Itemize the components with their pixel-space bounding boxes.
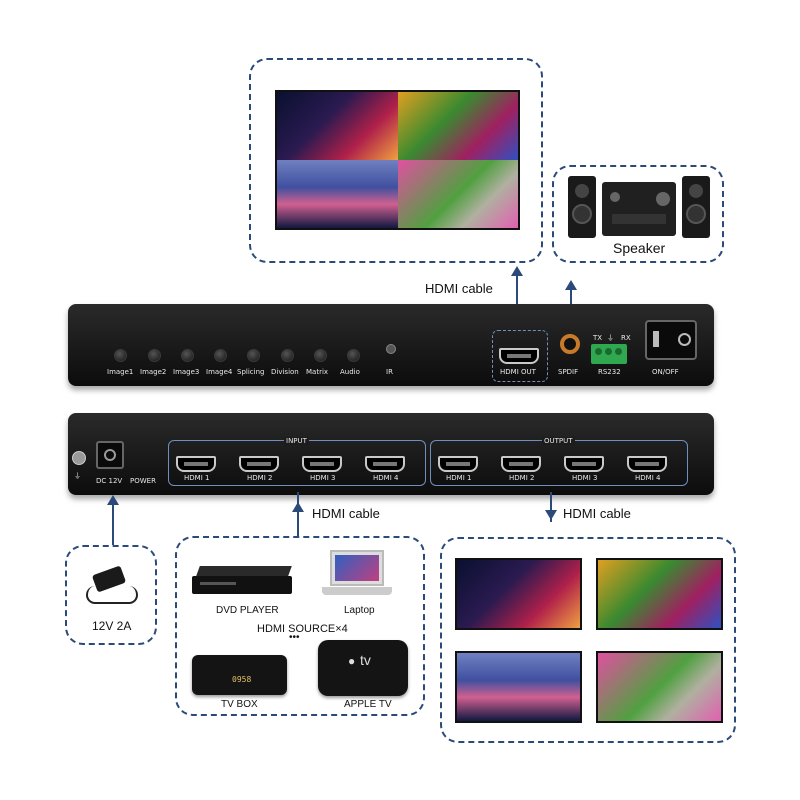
apple-tv-label: APPLE TV — [344, 699, 392, 710]
power-arrow-icon — [107, 495, 119, 505]
input-hdmi-3-label: HDMI 3 — [310, 474, 336, 482]
apple-tv-image: ● tv — [318, 640, 408, 696]
button-label-image3: Image3 — [173, 368, 200, 376]
output-cable-line — [550, 492, 552, 522]
output-hdmi-3-port[interactable] — [564, 456, 604, 472]
quad-image-2 — [397, 92, 518, 160]
left-speaker — [568, 176, 596, 238]
output-hdmi-2-label: HDMI 2 — [509, 474, 535, 482]
input-hdmi-1-port[interactable] — [176, 456, 216, 472]
hdmi-out-cable-line — [516, 276, 518, 330]
output-hdmi-4-port[interactable] — [627, 456, 667, 472]
tv-box-label: TV BOX — [221, 699, 258, 710]
power-adapter-label: 12V 2A — [92, 619, 132, 633]
output-display-1 — [455, 558, 582, 630]
apple-tv-logo-text: tv — [360, 652, 371, 668]
rear-panel: ⏚ DC 12V POWER INPUT HDMI 1 HDMI 2 HDMI … — [68, 413, 714, 495]
image4-button[interactable] — [214, 349, 227, 362]
division-button[interactable] — [281, 349, 294, 362]
tv-box-image: 0958 — [192, 655, 287, 695]
button-label-image2: Image2 — [140, 368, 167, 376]
spdif-arrow-icon — [565, 280, 577, 290]
dc-label: DC 12V — [96, 477, 123, 485]
apple-tv-logo: ● — [348, 654, 356, 668]
power-label: POWER — [130, 477, 156, 485]
image1-button[interactable] — [114, 349, 127, 362]
output-hdmi-1-label: HDMI 1 — [446, 474, 472, 482]
output-hdmi-3-label: HDMI 3 — [572, 474, 598, 482]
front-panel: Image1 Image2 Image3 Image4 Splicing Div… — [68, 304, 714, 386]
input-title: INPUT — [284, 437, 309, 445]
dvd-player-image — [192, 566, 297, 598]
spdif-label: SPDIF — [558, 368, 579, 376]
input-hdmi-2-port[interactable] — [239, 456, 279, 472]
output-arrow-icon — [545, 510, 557, 520]
input-hdmi-1-label: HDMI 1 — [184, 474, 210, 482]
laptop-image — [322, 550, 392, 605]
rear-ground-icon: ⏚ — [74, 472, 81, 480]
output-hdmi-2-port[interactable] — [501, 456, 541, 472]
button-label-division: Division — [271, 368, 299, 376]
output-title: OUTPUT — [542, 437, 575, 445]
onoff-label: ON/OFF — [652, 368, 679, 376]
rs232-label: RS232 — [598, 368, 621, 376]
rs232-terminal[interactable] — [591, 344, 627, 364]
sources-title: HDMI SOURCE×4 — [257, 623, 348, 635]
quad-display-screen — [275, 90, 520, 230]
image3-button[interactable] — [181, 349, 194, 362]
hdmi-out-label: HDMI OUT — [500, 368, 536, 376]
ir-sensor-icon — [386, 344, 396, 354]
output-hdmi-1-port[interactable] — [438, 456, 478, 472]
tx-label: TX — [593, 334, 603, 342]
output-hdmi-4-label: HDMI 4 — [635, 474, 661, 482]
rx-label: RX — [621, 334, 631, 342]
audio-button[interactable] — [347, 349, 360, 362]
quad-image-4 — [397, 160, 518, 228]
input-hdmi-2-label: HDMI 2 — [247, 474, 273, 482]
power-switch[interactable] — [645, 320, 697, 360]
dvd-player-label: DVD PLAYER — [216, 605, 279, 616]
input-hdmi-3-port[interactable] — [302, 456, 342, 472]
hdmi-out-port-frame — [492, 330, 548, 382]
power-adapter-image — [84, 560, 138, 610]
output-display-4 — [596, 651, 723, 723]
speaker-label: Speaker — [613, 240, 666, 256]
power-cable-line — [112, 505, 114, 545]
button-label-audio: Audio — [340, 368, 360, 376]
matrix-button[interactable] — [314, 349, 327, 362]
input-hdmi-4-label: HDMI 4 — [373, 474, 399, 482]
quad-image-1 — [277, 92, 398, 160]
amplifier — [602, 182, 676, 236]
button-label-image4: Image4 — [206, 368, 233, 376]
ground-icon: ⏚ — [607, 334, 614, 342]
ir-label: IR — [386, 368, 393, 376]
button-label-image1: Image1 — [107, 368, 134, 376]
output-display-3 — [455, 651, 582, 723]
power-adapter-frame — [65, 545, 157, 645]
ground-screw-icon — [72, 451, 86, 465]
quad-image-3 — [277, 160, 398, 228]
output-cable-label: HDMI cable — [563, 506, 631, 521]
splicing-button[interactable] — [247, 349, 260, 362]
top-cable-label: HDMI cable — [425, 281, 493, 296]
right-speaker — [682, 176, 710, 238]
input-cable-label: HDMI cable — [312, 506, 380, 521]
output-display-2 — [596, 558, 723, 630]
sources-dots: ••• — [289, 632, 300, 643]
spdif-port[interactable] — [560, 334, 580, 354]
hdmi-out-arrow-icon — [511, 266, 523, 276]
input-arrow-icon — [292, 502, 304, 512]
laptop-label: Laptop — [344, 605, 375, 616]
image2-button[interactable] — [148, 349, 161, 362]
button-label-matrix: Matrix — [306, 368, 329, 376]
button-label-splicing: Splicing — [237, 368, 265, 376]
tv-box-display: 0958 — [232, 675, 252, 684]
input-hdmi-4-port[interactable] — [365, 456, 405, 472]
hdmi-out-port[interactable] — [499, 348, 539, 364]
dc-power-jack[interactable] — [96, 441, 124, 469]
speaker-image — [568, 176, 710, 238]
input-cable-line — [297, 492, 299, 540]
